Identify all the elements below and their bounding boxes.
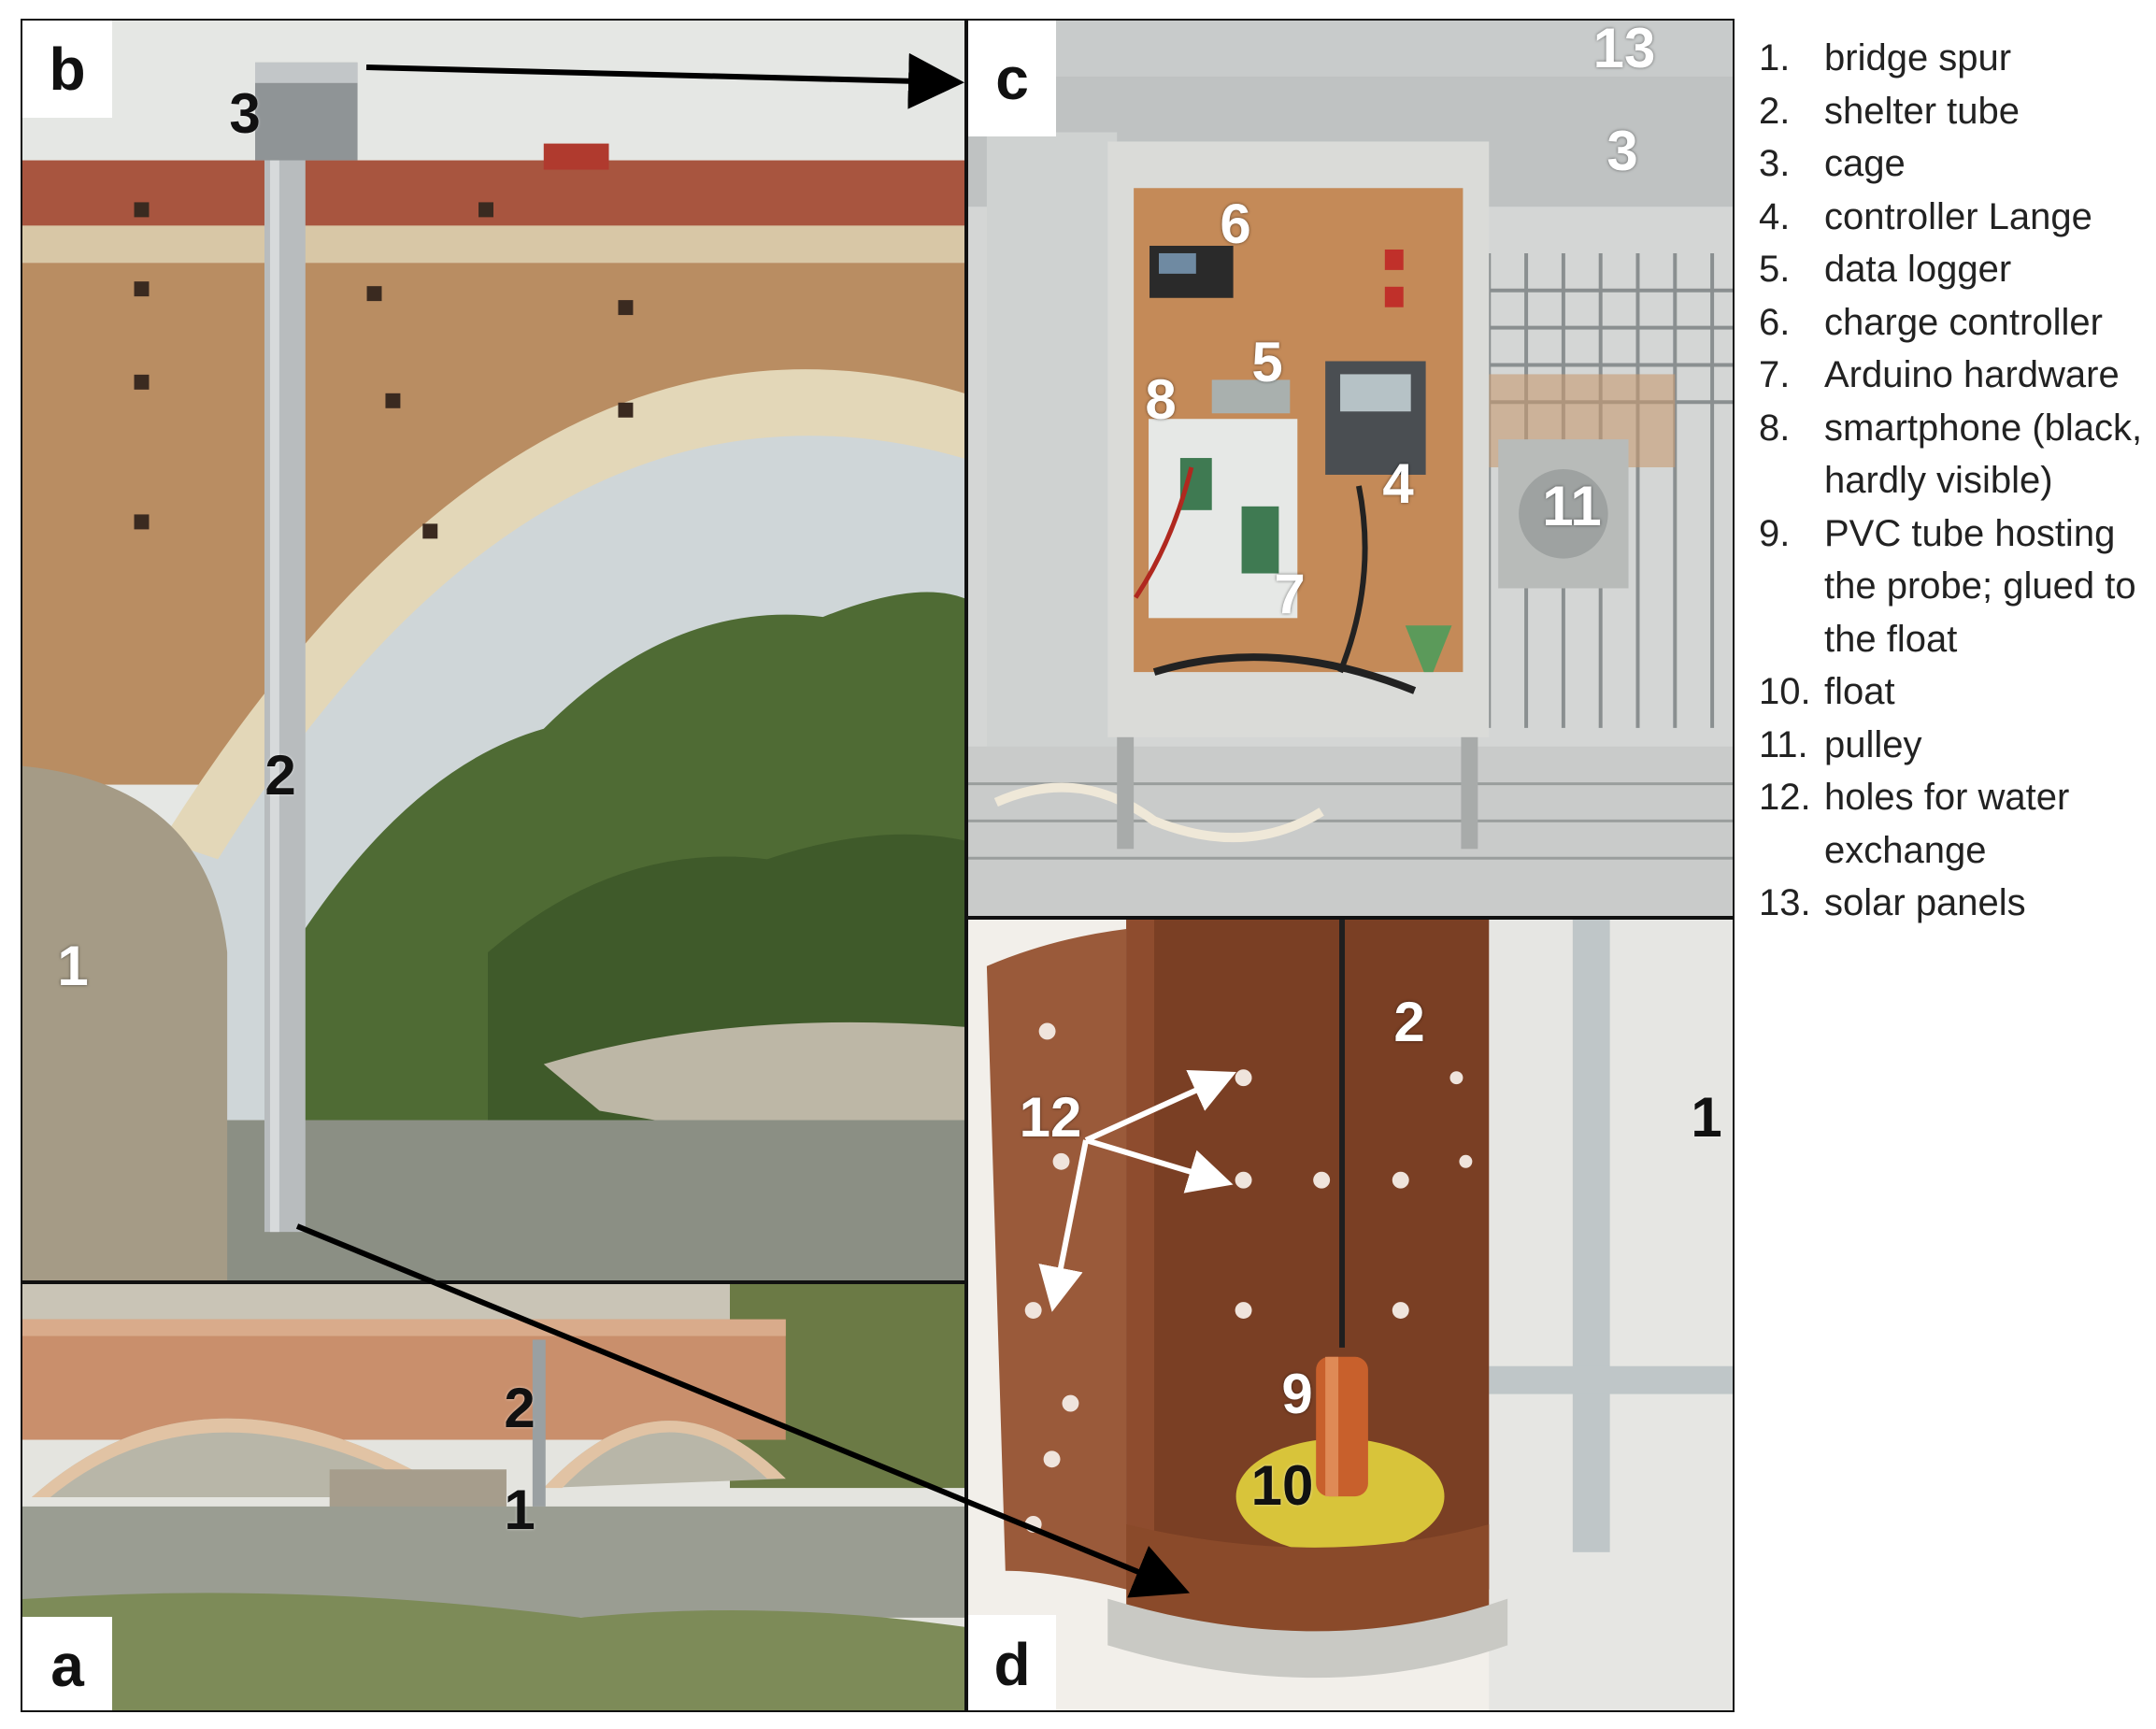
label-tube-a: 2 <box>504 1377 535 1439</box>
legend-number: 10. <box>1759 671 1811 712</box>
tube-interior-illustration <box>968 920 1733 1710</box>
legend-text: PVC tube hosting the probe; glued to the… <box>1824 512 2136 660</box>
label-logger-c: 5 <box>1251 331 1283 393</box>
cage-interior-illustration <box>968 21 1733 916</box>
panel-a-photo: a 2 1 <box>21 1282 966 1712</box>
panel-b-letter: b <box>22 21 112 118</box>
label-pvc-d: 9 <box>1281 1363 1313 1425</box>
label-tube-d: 2 <box>1393 991 1425 1053</box>
legend-item: 9. PVC tube hosting the probe; glued to t… <box>1759 507 2151 666</box>
legend-item: 13. solar panels <box>1759 877 2151 930</box>
label-tube-b: 2 <box>264 744 296 807</box>
label-solar-c: 13 <box>1592 19 1656 79</box>
legend-item: 8. smartphone (black, hardly visible) <box>1759 402 2151 507</box>
legend-number: 11. <box>1759 723 1808 765</box>
legend-number: 9. <box>1759 512 1791 554</box>
panel-c-photo: c 13 3 6 5 8 4 7 11 <box>966 19 1735 918</box>
panel-a-letter: a <box>22 1617 112 1710</box>
legend-text: float <box>1824 671 1895 712</box>
bridge-photo-illustration <box>22 21 964 1280</box>
legend-item: 6. charge controller <box>1759 296 2151 350</box>
panel-c-letter: c <box>968 21 1056 136</box>
legend-number: 4. <box>1759 195 1791 237</box>
legend-number: 8. <box>1759 407 1791 449</box>
legend-item: 2. shelter tube <box>1759 85 2151 138</box>
legend-item: 12. holes for water exchange <box>1759 771 2151 877</box>
label-arduino-c: 7 <box>1274 563 1306 625</box>
legend-text: cage <box>1824 143 1906 184</box>
legend-text: shelter tube <box>1824 90 2020 132</box>
label-charge-c: 6 <box>1220 193 1251 255</box>
legend-number: 2. <box>1759 90 1791 132</box>
legend-text: holes for water exchange <box>1824 777 2070 871</box>
legend-number: 7. <box>1759 354 1791 395</box>
label-cage-c: 3 <box>1606 120 1638 182</box>
legend-number: 13. <box>1759 882 1811 923</box>
legend-item: 5. data logger <box>1759 243 2151 296</box>
legend-number: 3. <box>1759 143 1791 184</box>
legend-text: pulley <box>1824 723 1922 765</box>
legend-text: bridge spur <box>1824 37 2012 79</box>
label-holes-d: 12 <box>1019 1086 1082 1149</box>
legend-item: 4. controller Lange <box>1759 191 2151 244</box>
legend-number: 6. <box>1759 301 1791 343</box>
panel-b-photo: b 3 2 1 <box>21 19 966 1282</box>
legend-number: 5. <box>1759 249 1791 290</box>
label-spur-d: 1 <box>1691 1086 1722 1149</box>
legend-text: smartphone (black, hardly visible) <box>1824 407 2143 502</box>
legend-text: charge controller <box>1824 301 2103 343</box>
label-controller-c: 4 <box>1382 452 1414 515</box>
legend-number: 1. <box>1759 37 1791 79</box>
legend-text: data logger <box>1824 249 2012 290</box>
label-float-d: 10 <box>1250 1454 1314 1517</box>
legend-item: 10. float <box>1759 665 2151 719</box>
legend-text: solar panels <box>1824 882 2026 923</box>
legend-number: 12. <box>1759 777 1811 818</box>
label-spur-a: 1 <box>504 1479 535 1541</box>
legend-text: controller Lange <box>1824 195 2092 237</box>
label-pulley-c: 11 <box>1542 475 1602 537</box>
legend-item: 3. cage <box>1759 137 2151 191</box>
panel-d-photo: d 2 1 12 9 10 <box>966 918 1735 1712</box>
label-cage-b: 3 <box>229 82 261 145</box>
bridge-overview-illustration <box>22 1284 964 1710</box>
label-smartphone-c: 8 <box>1145 368 1177 431</box>
label-spur-b: 1 <box>57 935 89 997</box>
panel-d-letter: d <box>968 1615 1056 1710</box>
legend-item: 1. bridge spur <box>1759 32 2151 85</box>
legend-list: 1. bridge spur 2. shelter tube 3. cage 4. contr… <box>1759 32 2151 930</box>
legend-item: 7. Arduino hardware <box>1759 349 2151 402</box>
legend-item: 11. pulley <box>1759 719 2151 772</box>
legend-text: Arduino hardware <box>1824 354 2120 395</box>
